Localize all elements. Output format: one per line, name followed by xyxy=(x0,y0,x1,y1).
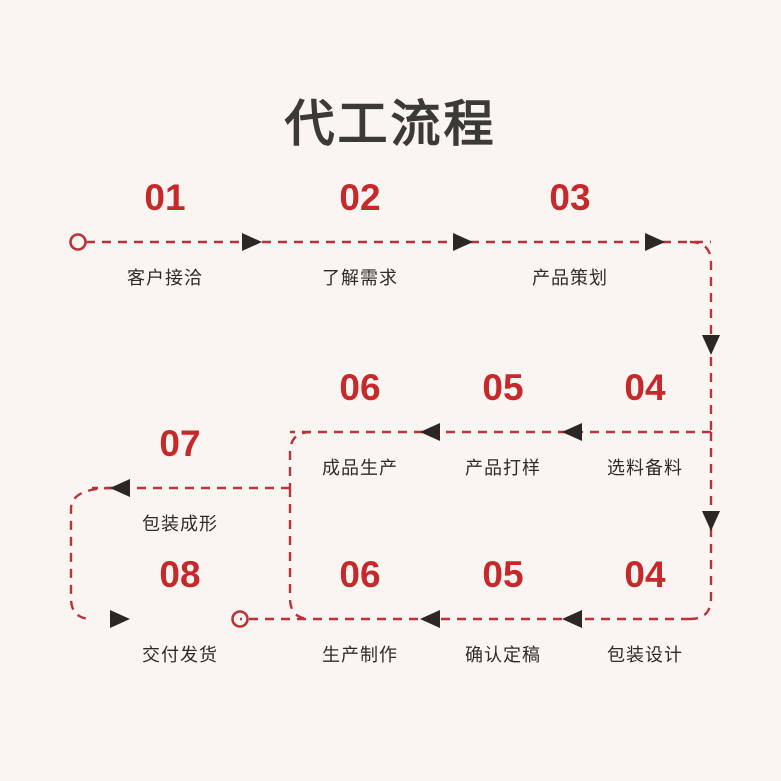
arrow-05b-to-06b-icon xyxy=(420,610,440,628)
step-06b-number: 06 xyxy=(339,554,381,595)
line-row2-to-row3 xyxy=(288,430,312,488)
step-06b-label: 生产制作 xyxy=(322,645,398,665)
step-05b-number: 05 xyxy=(482,554,524,595)
line-left-uturn-row3-to-row4 xyxy=(69,486,114,621)
step-03-number: 03 xyxy=(549,177,591,218)
arrow-02-to-03-icon xyxy=(453,233,473,251)
arrow-down-row2-row4-icon xyxy=(702,511,720,531)
step-04b-label: 包装设计 xyxy=(607,645,683,665)
step-07-label: 包装成形 xyxy=(142,514,218,534)
step-07-number: 07 xyxy=(159,423,201,464)
arrow-down-row1-row2-icon xyxy=(702,335,720,355)
step-03-label: 产品策划 xyxy=(532,268,608,288)
arrow-05-to-06-icon xyxy=(420,423,440,441)
step-05-number: 05 xyxy=(482,367,524,408)
step-06-label: 成品生产 xyxy=(322,458,398,478)
arrow-04b-to-05b-icon xyxy=(562,610,582,628)
step-01-label: 客户接洽 xyxy=(127,268,203,288)
page-title: 代工流程 xyxy=(284,96,497,152)
step-08-label: 交付发货 xyxy=(142,645,218,665)
end-circle-marker xyxy=(231,610,249,628)
line-right-row1-to-row2 xyxy=(689,240,713,432)
step-05b-label: 确认定稿 xyxy=(465,645,541,665)
arrow-03-to-04-icon xyxy=(645,233,665,251)
line-mid-vertical-row3-to-row4 xyxy=(288,488,312,621)
step-08-number: 08 xyxy=(159,554,201,595)
step-06-number: 06 xyxy=(339,367,381,408)
arrow-01-to-02-icon xyxy=(242,233,262,251)
line-right-row2-to-row4 xyxy=(689,432,713,621)
step-02-label: 了解需求 xyxy=(322,268,398,288)
step-02-number: 02 xyxy=(339,177,381,218)
step-01-number: 01 xyxy=(144,177,186,218)
start-circle-marker xyxy=(69,233,87,251)
arrow-07-to-08-icon xyxy=(110,610,130,628)
step-05-label: 产品打样 xyxy=(465,458,541,478)
step-04-number: 04 xyxy=(624,367,666,408)
step-04-label: 选料备料 xyxy=(607,458,683,478)
step-04b-number: 04 xyxy=(624,554,666,595)
arrow-06-to-07-icon xyxy=(110,479,130,497)
arrow-04-to-05-icon xyxy=(562,423,582,441)
